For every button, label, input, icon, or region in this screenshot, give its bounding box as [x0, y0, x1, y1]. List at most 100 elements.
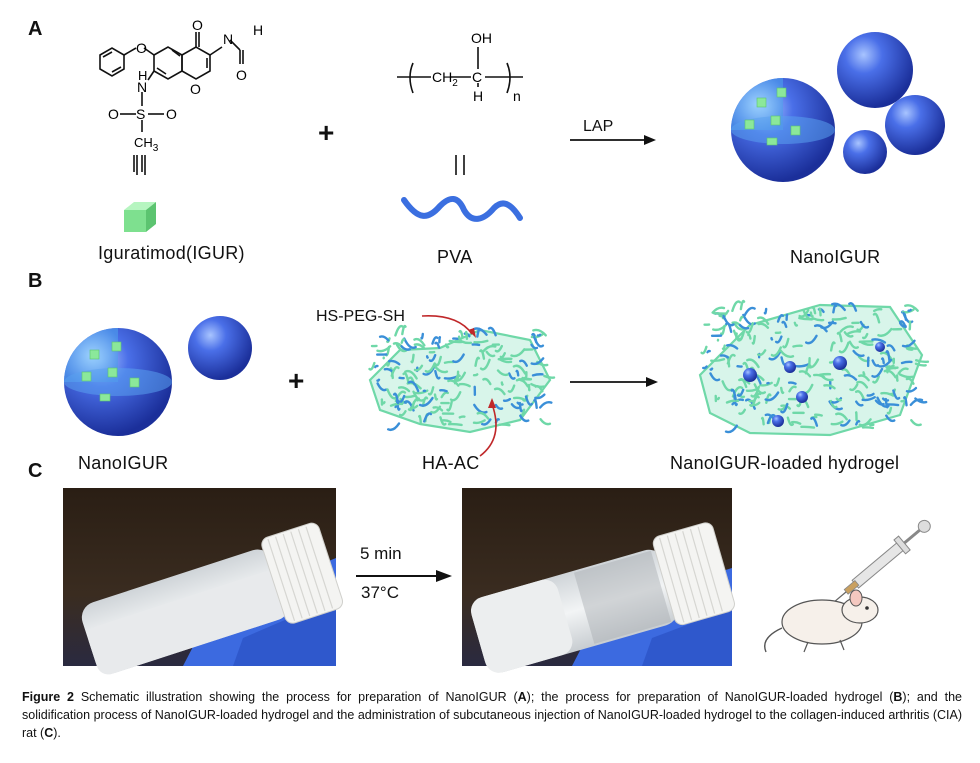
- hydrogel-strand: [738, 323, 750, 330]
- atom-h-pva: H: [473, 88, 483, 104]
- hydrogel-strand: [428, 353, 437, 363]
- hydrogel-strand: [747, 333, 752, 340]
- hydrogel-strand: [810, 416, 819, 427]
- hydrogel-strand: [779, 349, 795, 358]
- hydrogel-strand: [730, 388, 737, 401]
- ha-ac-arrow: [479, 398, 497, 457]
- hydrogel-strand: [905, 377, 915, 385]
- hydrogel-strand: [472, 419, 486, 425]
- hydrogel-strand: [400, 338, 406, 344]
- hydrogel-strand: [852, 349, 865, 358]
- hydrogel-strand: [533, 398, 538, 410]
- hydrogel-strand: [776, 314, 785, 323]
- hydrogel-strand: [439, 416, 447, 426]
- hydrogel-strand: [404, 394, 416, 399]
- hydrogel-strand: [839, 325, 854, 333]
- atom-o-sulfonyl-left: O: [108, 106, 119, 122]
- hydrogel-strand: [848, 302, 858, 312]
- hydrogel-strand: [423, 412, 433, 423]
- hydrogel-strand: [434, 341, 441, 349]
- hydrogel-strand: [413, 343, 426, 350]
- hydrogel-strand: [508, 372, 516, 380]
- nanoigur-spheres-a: [731, 32, 945, 182]
- hydrogel-strand: [813, 324, 828, 333]
- caption-ref-c: C: [44, 726, 54, 740]
- hydrogel-strand: [848, 340, 860, 350]
- hydrogel-strand: [458, 329, 464, 339]
- hydrogel-strand: [885, 414, 896, 423]
- hydrogel-strand: [499, 352, 506, 359]
- hydrogel-strand: [900, 399, 906, 403]
- hydrogel-strand: [532, 328, 547, 337]
- figure-label: Figure 2: [22, 690, 74, 704]
- hydrogel-strand: [413, 364, 424, 372]
- hydrogel-strand: [862, 371, 866, 376]
- hydrogel-strand: [531, 373, 544, 377]
- hydrogel-strand: [756, 349, 767, 357]
- hydrogel-strand: [457, 335, 462, 342]
- hydrogel-strand: [446, 400, 453, 412]
- hydrogel-strand: [832, 304, 838, 314]
- hydrogel-strand: [871, 338, 887, 344]
- hydrogel-strand: [739, 299, 746, 311]
- figure-caption: Figure 2 Schematic illustration showing …: [22, 688, 962, 742]
- hydrogel-strand: [458, 415, 466, 419]
- caption-part-1: Schematic illustration showing the proce…: [74, 690, 518, 704]
- plus-sign-b: +: [288, 365, 305, 396]
- hydrogel-strand: [818, 307, 822, 317]
- hydrogel-strand: [410, 353, 415, 364]
- hydrogel-strand: [716, 396, 721, 401]
- panel-c-letter: C: [28, 460, 43, 482]
- caption-ref-b: B: [893, 690, 903, 704]
- hydrogel-strand: [866, 392, 875, 397]
- hydrogel-strand: [742, 313, 756, 326]
- hydrogel-strand: [750, 385, 760, 398]
- hydrogel-strand: [755, 392, 762, 397]
- time-label: 5 min: [360, 544, 402, 563]
- hydrogel-strand: [736, 388, 745, 397]
- hydrogel-strand: [476, 411, 490, 420]
- hydrogel-strand: [539, 418, 552, 426]
- hydrogel-strand: [809, 311, 814, 318]
- embedded-nanoparticle: [796, 391, 808, 403]
- atom-n-subscript: n: [513, 88, 521, 104]
- hydrogel-strand: [534, 393, 546, 400]
- atom-h-sulfonamide: H: [138, 68, 147, 83]
- hydrogel-strand: [823, 384, 836, 390]
- atom-s: S: [136, 106, 145, 122]
- hydrogel-strand: [892, 389, 901, 400]
- hydrogel-strand: [813, 413, 823, 417]
- hydrogel-strand: [430, 405, 442, 414]
- hydrogel-strand: [374, 364, 379, 369]
- hydrogel-strand: [386, 388, 398, 400]
- arrow-b: [570, 377, 658, 387]
- hydrogel-strand: [861, 396, 876, 402]
- hydrogel-strand: [831, 316, 847, 321]
- hydrogel-strand: [843, 374, 858, 381]
- atom-n-sulfonamide: N: [137, 79, 147, 95]
- panel-a-letter: A: [28, 18, 43, 40]
- hydrogel-strand: [530, 343, 539, 350]
- hydrogel-strand: [721, 344, 726, 351]
- caption-part-4: ).: [53, 726, 61, 740]
- hydrogel-strand: [785, 313, 789, 322]
- hydrogel-strand: [386, 360, 391, 367]
- hydrogel-strand: [855, 400, 864, 407]
- hydrogel-strand: [378, 335, 390, 342]
- hydrogel-strand: [722, 314, 735, 327]
- atom-n-amide: N: [223, 31, 233, 47]
- hydrogel-strand: [770, 346, 782, 357]
- hydrogel-strand: [798, 370, 812, 378]
- hydrogel-strand: [434, 369, 441, 380]
- hydrogel-strand: [432, 406, 444, 412]
- hydrogel-strand: [807, 356, 811, 369]
- hydrogel-strand: [792, 344, 803, 348]
- hydrogel-strand: [441, 419, 452, 424]
- hydrogel-strand: [782, 337, 790, 349]
- hydrogel-strand: [757, 322, 770, 329]
- iguratimod-structure: O O O N H O H N S O O CH3: [99, 17, 263, 172]
- hydrogel-strand: [802, 310, 815, 321]
- hydrogel-strand: [820, 374, 834, 382]
- hydrogel-strand: [443, 360, 455, 364]
- hydrogel-strand: [409, 404, 419, 410]
